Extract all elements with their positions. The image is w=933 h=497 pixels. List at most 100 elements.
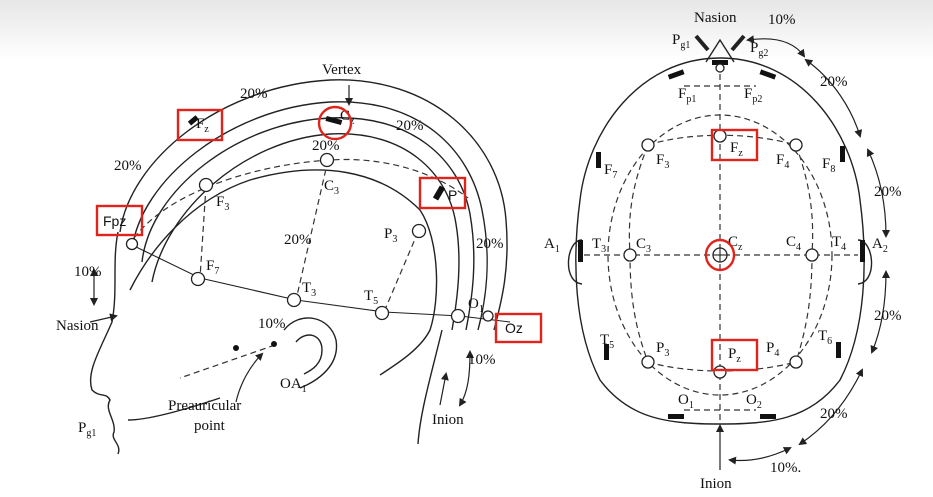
pct-10-nasion: 10% bbox=[74, 264, 102, 280]
t5-pad bbox=[604, 344, 609, 360]
pct-20-top-left: 20% bbox=[240, 86, 268, 102]
label-p3-side: P3 bbox=[384, 226, 397, 245]
electrode-nasion-top bbox=[715, 63, 725, 73]
electrode-oz-side bbox=[482, 310, 494, 322]
label-f7-top: F7 bbox=[604, 162, 617, 181]
arrow-10-bottom bbox=[728, 447, 792, 465]
o1-pad bbox=[668, 414, 684, 419]
arrow-20-a bbox=[804, 58, 863, 138]
inion-pointer bbox=[439, 372, 449, 406]
pg2-lead bbox=[730, 34, 746, 52]
pct-10-preauricular: 10% bbox=[258, 316, 286, 332]
label-p3-top: P3 bbox=[656, 340, 669, 359]
cz-pad bbox=[325, 115, 343, 125]
label-fp1-top: Fp1 bbox=[678, 86, 696, 105]
label-c4-top: C4 bbox=[786, 234, 801, 253]
oz-label: Oz bbox=[505, 320, 523, 336]
label-fp2-top: Fp2 bbox=[744, 86, 762, 105]
label-pg1-side: Pg1 bbox=[78, 420, 96, 439]
label-o1-side: O1 bbox=[468, 296, 484, 315]
electrode-p3-side bbox=[411, 223, 427, 239]
label-oa1-side: OA1 bbox=[280, 376, 307, 395]
label-pz-top: Pz bbox=[728, 346, 741, 365]
inion-label-top: Inion bbox=[700, 476, 732, 492]
fp2-pad bbox=[759, 69, 777, 80]
p3-t5-dash bbox=[383, 231, 419, 313]
preauricular-dash bbox=[179, 344, 276, 379]
preauricular-dot-1 bbox=[271, 341, 277, 347]
skull-outer bbox=[131, 101, 488, 331]
face-profile bbox=[90, 231, 120, 455]
p-pad bbox=[432, 185, 446, 201]
highlight-cz-circle bbox=[317, 105, 353, 141]
neck-front bbox=[127, 397, 221, 421]
label-f4-top: F4 bbox=[776, 152, 789, 171]
pct-10-inion: 10% bbox=[468, 352, 496, 368]
o2-pad bbox=[760, 414, 776, 419]
electrode-c4-top bbox=[805, 248, 819, 262]
electrode-c3-top bbox=[623, 248, 637, 262]
highlight-cz-top-circle bbox=[704, 238, 736, 272]
nasion-pointer bbox=[89, 313, 118, 323]
pct-20-top-d: 20% bbox=[820, 406, 848, 422]
label-a2-top: A2 bbox=[872, 236, 888, 255]
neck-back bbox=[417, 329, 443, 445]
nasion-label-top: Nasion bbox=[694, 10, 737, 26]
electrode-fpz-side bbox=[125, 237, 139, 251]
highlight-p-box bbox=[418, 176, 467, 210]
label-f8-top: F8 bbox=[822, 156, 835, 175]
electrode-p3-top bbox=[641, 355, 655, 369]
side-view: Vertex 20% 20% 20% 20% 20% 20% 10% 10% 1… bbox=[56, 62, 543, 455]
pct-20-top-b: 20% bbox=[874, 184, 902, 200]
a1-pad bbox=[578, 240, 583, 262]
fp1-pad bbox=[667, 69, 685, 80]
skull-inner-1 bbox=[141, 117, 475, 331]
highlight-fz-top-box bbox=[710, 128, 759, 162]
electrode-t3-side bbox=[286, 292, 302, 308]
electrode-f4-top bbox=[789, 138, 803, 152]
highlight-fpz-box bbox=[95, 204, 144, 237]
label-p4-top: P4 bbox=[766, 340, 779, 359]
label-t5-side: T5 bbox=[364, 288, 378, 307]
f8-pad bbox=[840, 146, 845, 162]
electrode-c3-side bbox=[319, 152, 335, 168]
electrode-f3-top bbox=[641, 138, 655, 152]
pct-20-top-a: 20% bbox=[820, 74, 848, 90]
label-t3-side: T3 bbox=[302, 280, 316, 299]
inion-10-arrow bbox=[458, 350, 474, 407]
label-o2-top: O2 bbox=[746, 392, 762, 411]
label-a1-top: A1 bbox=[544, 236, 560, 255]
highlight-fz-box bbox=[176, 108, 224, 142]
fpz-label: Fpz bbox=[103, 213, 126, 229]
pct-10-top: 10% bbox=[768, 12, 796, 28]
electrode-f3-side bbox=[198, 177, 214, 193]
label-c3-top: C3 bbox=[636, 236, 651, 255]
label-cz-side: Cz bbox=[340, 108, 355, 127]
top-view: Nasion 10% 20% 20% 20% 20% 10%. Inion Pg… bbox=[544, 10, 902, 492]
f7-pad bbox=[596, 152, 601, 168]
pct-10-bottom: 10%. bbox=[770, 460, 801, 476]
electrode-fz-top bbox=[713, 129, 727, 143]
vertex-label: Vertex bbox=[322, 62, 362, 78]
electrode-f7-side bbox=[190, 271, 206, 287]
highlight-oz-box bbox=[494, 312, 543, 344]
preauricular-label-1: Preauricular bbox=[168, 398, 241, 414]
label-t5-top: T5 bbox=[600, 332, 614, 351]
arrow-10-top bbox=[746, 35, 806, 58]
label-f3-top: F3 bbox=[656, 152, 669, 171]
inion-label-side: Inion bbox=[432, 412, 464, 428]
preauricular-dot-2 bbox=[233, 345, 239, 351]
nasion-label-side: Nasion bbox=[56, 318, 99, 334]
temporal-line bbox=[129, 243, 511, 323]
label-cz-top: Cz bbox=[728, 234, 743, 253]
electrode-p4-top bbox=[789, 355, 803, 369]
label-fz-side: Fz bbox=[196, 116, 209, 135]
skull-inner-2 bbox=[151, 133, 460, 331]
label-o1-top: O1 bbox=[678, 392, 694, 411]
label-f7-side: F7 bbox=[206, 258, 219, 277]
label-t6-top: T6 bbox=[818, 328, 832, 347]
label-pg1-top: Pg1 bbox=[672, 32, 690, 51]
f3-f7-dash bbox=[199, 185, 207, 279]
